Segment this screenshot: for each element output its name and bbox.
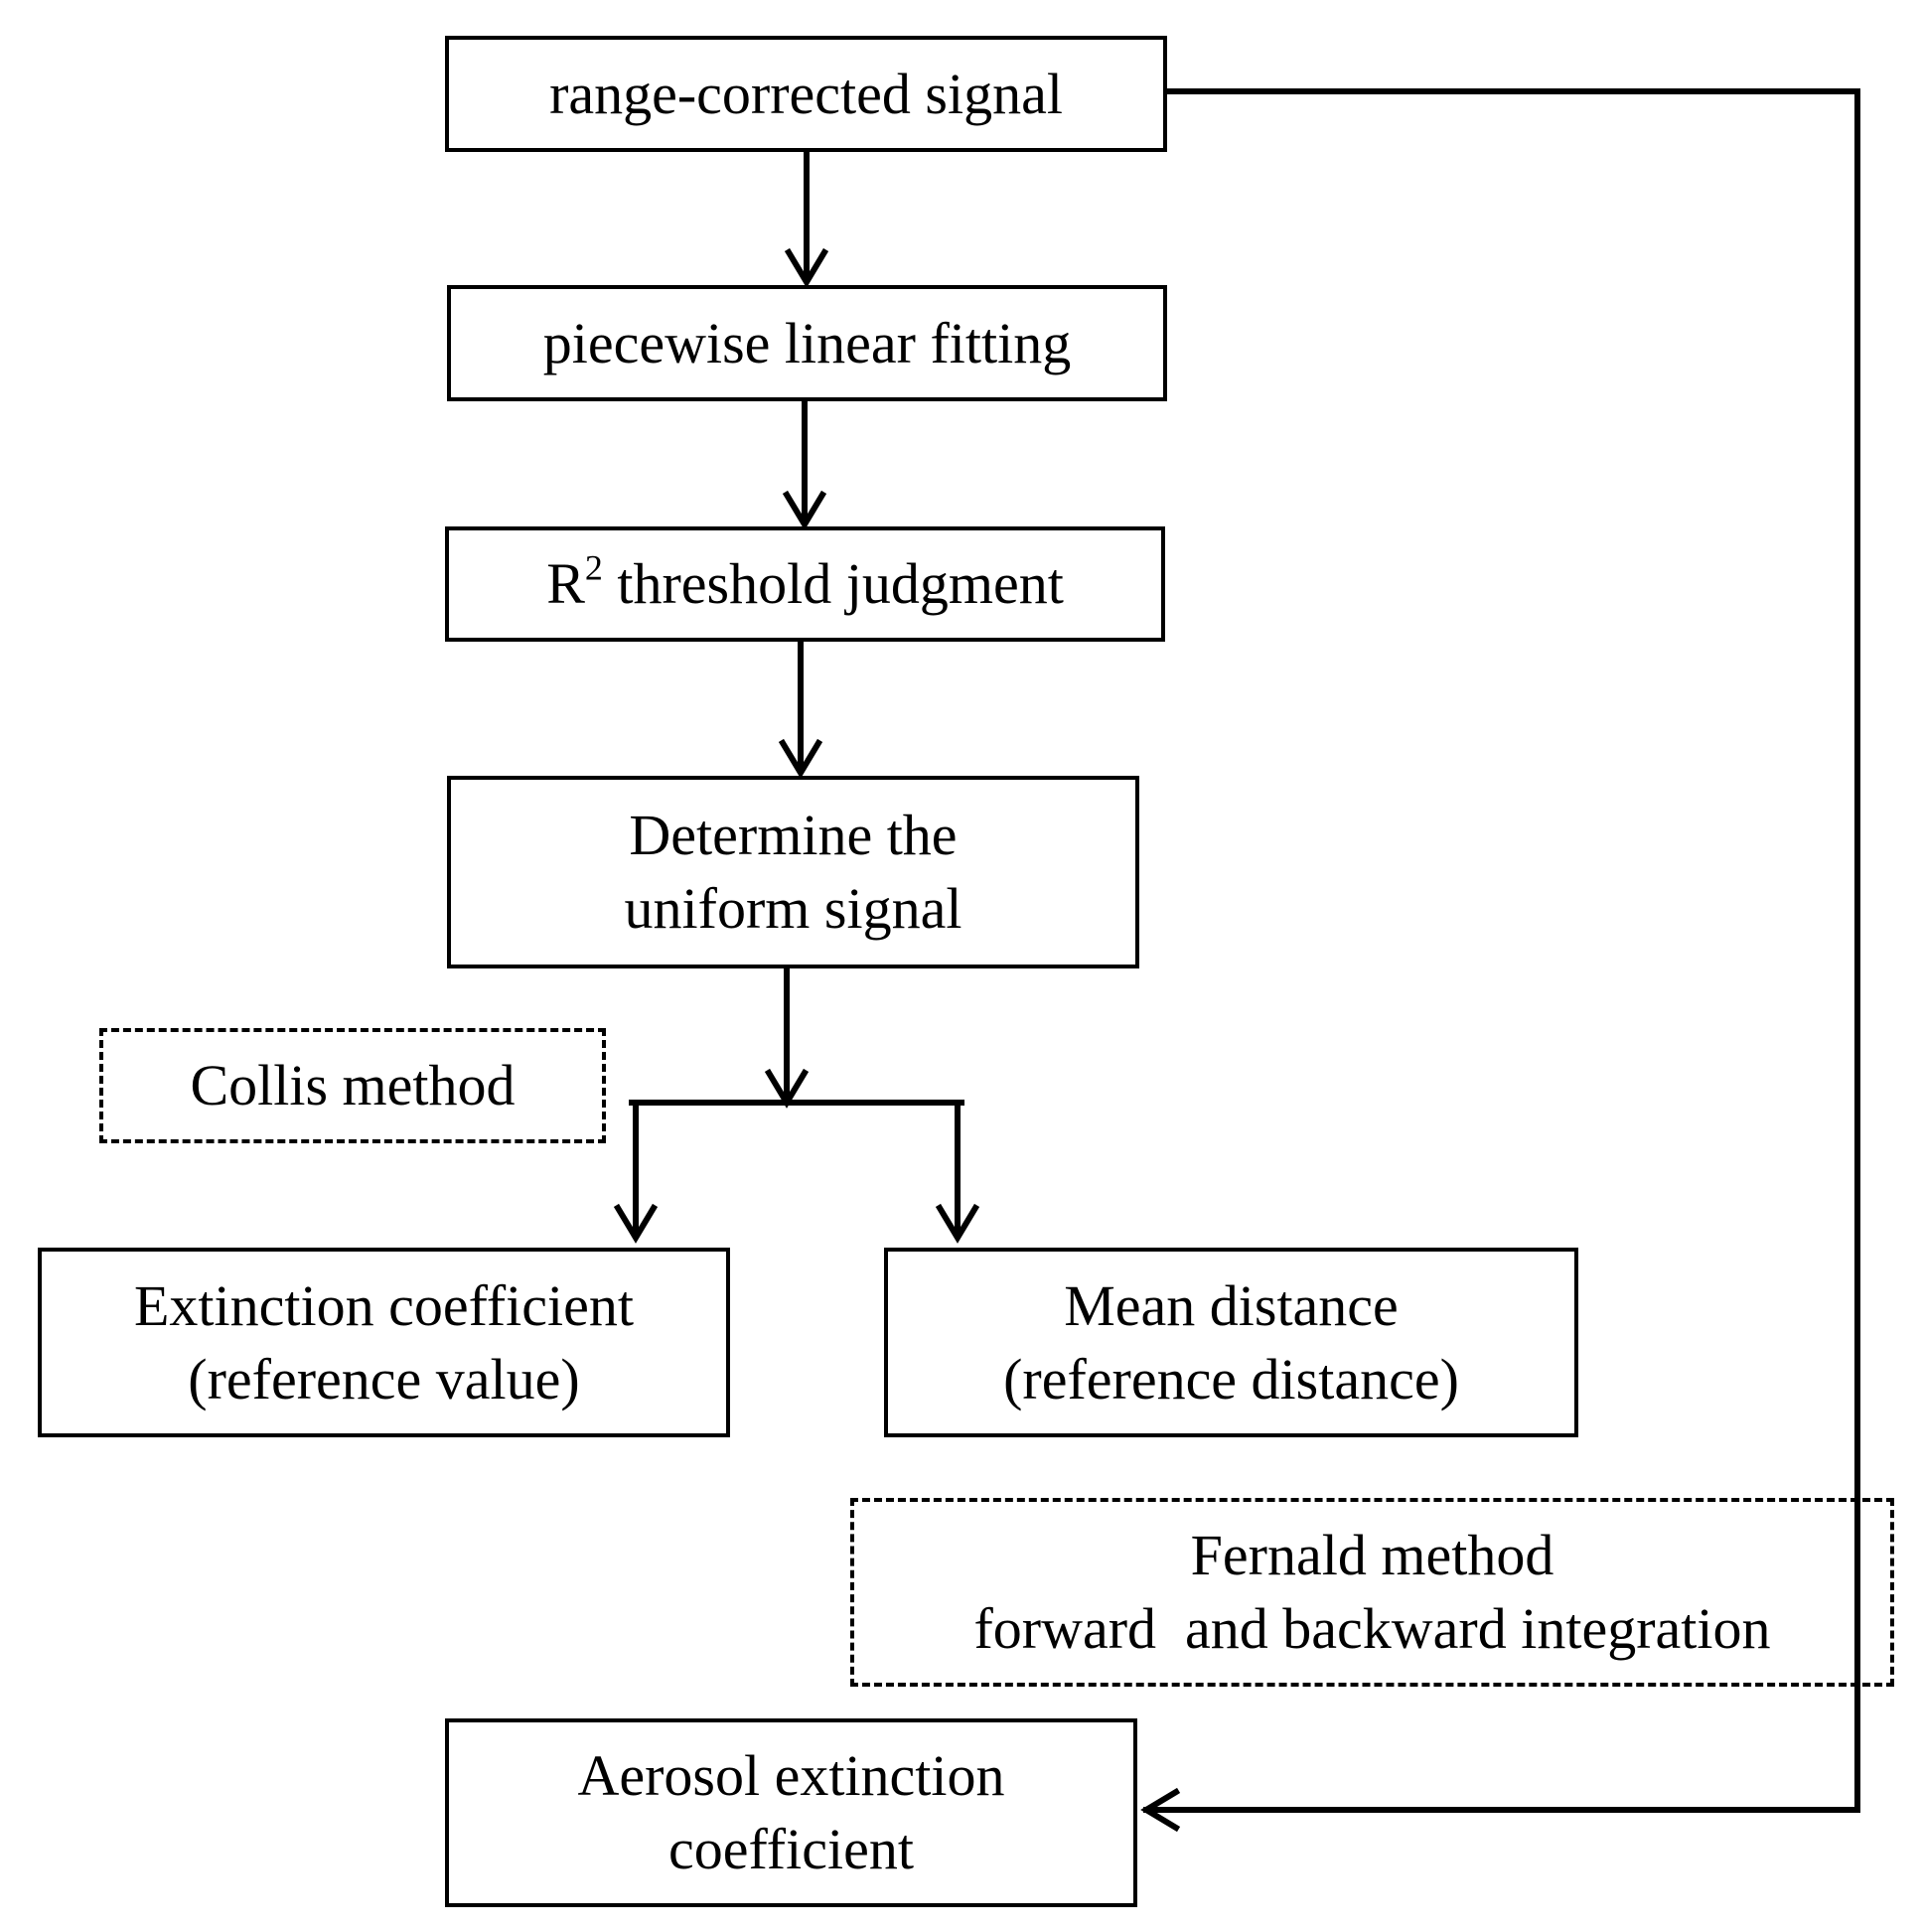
mean-distance-line2: (reference distance) (1003, 1346, 1459, 1412)
r2-base: R (546, 551, 585, 617)
range-corrected-signal-label: range-corrected signal (549, 61, 1063, 126)
arrow-uniform-to-split (764, 966, 810, 1109)
aerosol-extinction-coefficient-box: Aerosol extinction coefficient (445, 1718, 1137, 1907)
fernald-method-line2: forward and backward integration (973, 1596, 1771, 1661)
extinction-coefficient-reference-box: Extinction coefficient (reference value) (38, 1248, 730, 1437)
fernald-method-box: Fernald method forward and backward inte… (850, 1498, 1894, 1687)
fernald-method-line1: Fernald method (1190, 1523, 1554, 1588)
r2-rest: threshold judgment (602, 551, 1064, 617)
arrow-range-to-aerosol (1140, 88, 1860, 1833)
arrow-split-to-extinction (613, 1100, 659, 1244)
collis-method-box: Collis method (99, 1028, 606, 1143)
mean-distance-line1: Mean distance (1064, 1272, 1399, 1338)
arrow-r2-to-uniform (778, 639, 823, 779)
mean-distance-reference-box: Mean distance (reference distance) (884, 1248, 1578, 1437)
arrow-piecewise-to-r2 (782, 398, 827, 530)
determine-uniform-signal-line1: Determine the (629, 803, 958, 868)
determine-uniform-signal-line2: uniform signal (624, 876, 962, 941)
arrow-split-to-mean-distance (935, 1100, 980, 1244)
r2-threshold-judgment-label: R2 threshold judgment (546, 547, 1064, 621)
r2-superscript: 2 (584, 547, 603, 588)
extinction-coefficient-line2: (reference value) (188, 1346, 580, 1412)
extinction-coefficient-line1: Extinction coefficient (133, 1272, 635, 1338)
aerosol-extinction-line2: coefficient (668, 1817, 914, 1881)
piecewise-linear-fitting-label: piecewise linear fitting (542, 310, 1072, 375)
range-corrected-signal-box: range-corrected signal (445, 36, 1167, 152)
piecewise-linear-fitting-box: piecewise linear fitting (447, 285, 1167, 401)
arrow-range-to-piecewise (784, 149, 829, 288)
r2-threshold-judgment-box: R2 threshold judgment (445, 526, 1165, 642)
collis-method-label: Collis method (190, 1053, 516, 1118)
determine-uniform-signal-box: Determine the uniform signal (447, 776, 1139, 968)
aerosol-extinction-line1: Aerosol extinction (577, 1743, 1005, 1809)
